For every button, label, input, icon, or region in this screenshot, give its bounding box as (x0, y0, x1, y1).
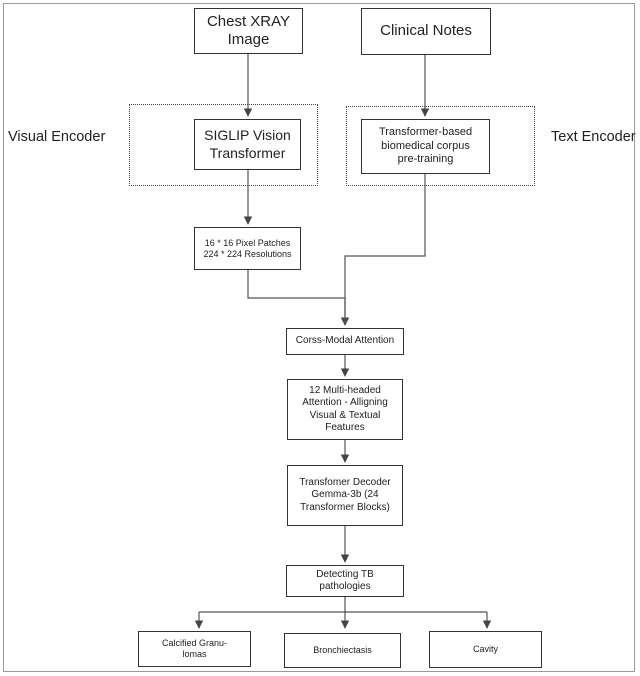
pixel-patches-node: 16 * 16 Pixel Patches 224 * 224 Resoluti… (194, 227, 301, 270)
calcified-granulomas-node: Calcified Granu- lomas (138, 631, 251, 667)
multi-head-attention-node: 12 Multi-headed Attention - Alligning Vi… (287, 379, 403, 440)
detecting-tb-node: Detecting TB pathologies (286, 565, 404, 597)
edge-text-crossmodal (344, 174, 426, 325)
transformer-decoder-node: Transfomer Decoder Gemma-3b (24 Transfor… (287, 465, 403, 526)
clinical-notes-node: Clinical Notes (361, 8, 491, 55)
visual-encoder-group (129, 104, 318, 186)
chest-xray-node: Chest XRAY Image (194, 8, 303, 54)
text-encoder-group (346, 106, 535, 186)
visual-encoder-label: Visual Encoder (8, 129, 106, 145)
text-encoder-label: Text Encoder (551, 129, 636, 145)
siglip-node: SIGLIP Vision Transformer (194, 119, 301, 170)
text-transformer-node: Transformer-based biomedical corpus pre-… (361, 119, 490, 174)
diagram-frame (3, 3, 635, 672)
cross-modal-attention-node: Corss-Modal Attention (286, 328, 404, 355)
edge-patches-crossmodal (247, 270, 350, 326)
bronchiectasis-node: Bronchiectasis (284, 633, 401, 668)
cavity-node: Cavity (429, 631, 542, 668)
